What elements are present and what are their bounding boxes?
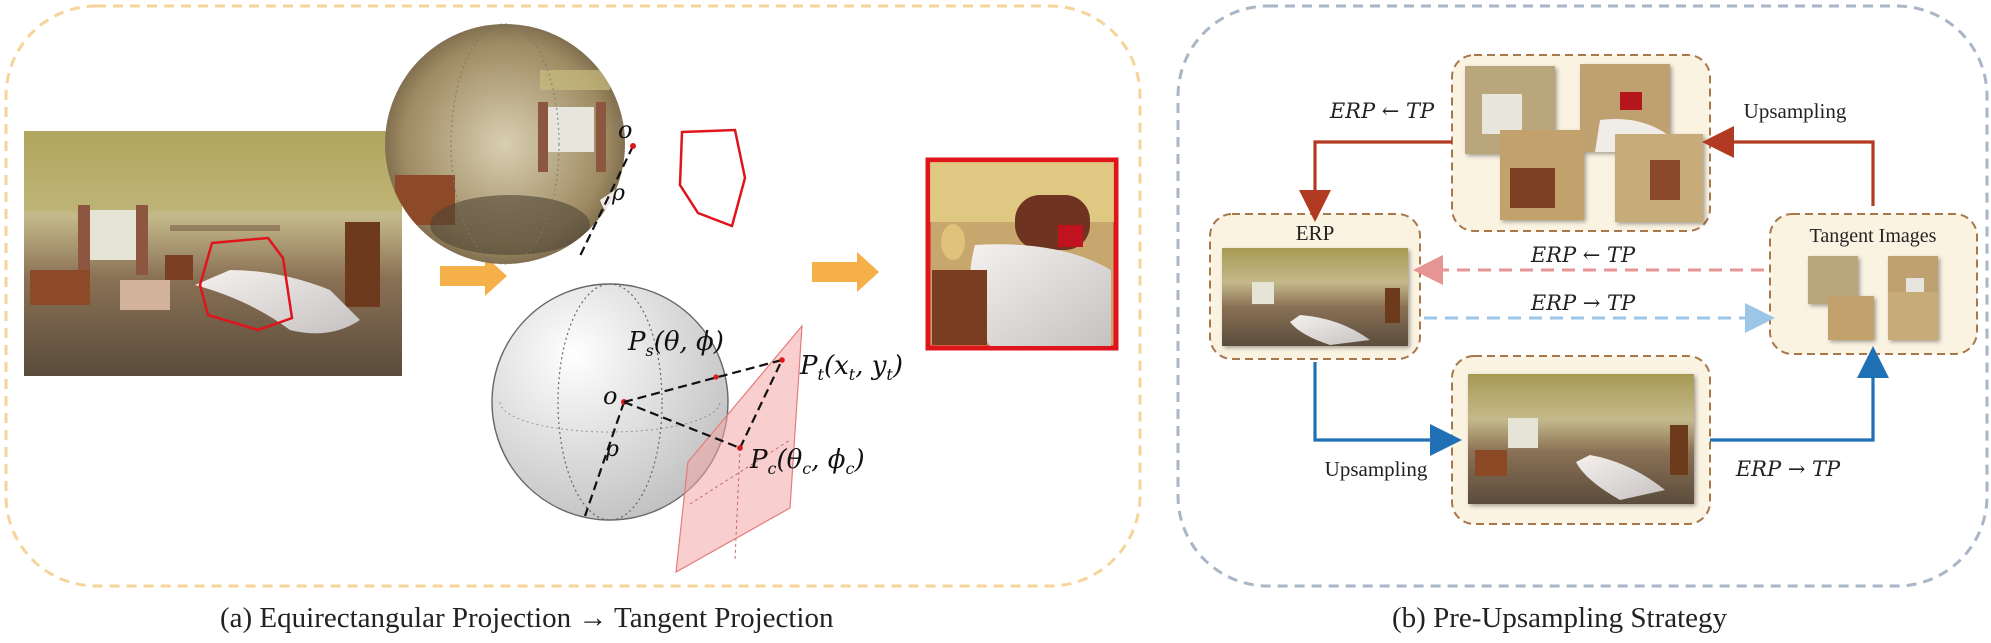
fisheye-highlight-region	[678, 128, 747, 228]
label-pc-args-mid: , ϕ	[811, 445, 846, 475]
label-pc-args-sub1: c	[802, 459, 811, 478]
arrow-upsampled-to-tangent	[1710, 346, 1889, 442]
panel-b-border	[1176, 4, 1989, 588]
erp-label: ERP	[1296, 221, 1335, 245]
caption-panel-b: (b) Pre-Upsampling Strategy	[1392, 602, 1728, 634]
label-pt-args-sub1: t	[849, 365, 856, 384]
label-pt-args: (x	[824, 351, 849, 381]
upsampled-erp-thumbnail	[1468, 374, 1694, 504]
erp-highlight-region	[198, 236, 294, 332]
tangent-image-output	[925, 157, 1119, 351]
label-pc-args: (θ	[776, 445, 802, 475]
label-pt-sub: t	[818, 365, 825, 384]
label-ps-args: (θ, ϕ)	[654, 327, 724, 357]
label-pc: Pc(θc, ϕc)	[749, 445, 865, 478]
label-top-left-erp-from-tp: ERP ← TP	[1329, 99, 1435, 123]
orange-arrow-right	[812, 252, 879, 292]
label-pc-args-sub2: c	[846, 459, 855, 478]
label-ps-main: P	[627, 327, 646, 357]
fisheye-sphere	[385, 23, 747, 265]
label-mid-erp-from-tp: ERP ← TP	[1530, 243, 1636, 267]
label-pt-main: P	[799, 351, 818, 381]
label-ps: Ps(θ, ϕ)	[627, 327, 724, 360]
label-pt-args-end: )	[892, 351, 903, 381]
label-ps-sub: s	[646, 341, 654, 360]
arrow-erp-to-upsampled	[1313, 362, 1462, 456]
label-origin-bottom: o	[603, 382, 617, 410]
erp-thumbnail	[1222, 248, 1408, 346]
label-mid-erp-to-tp: ERP → TP	[1530, 291, 1636, 315]
label-bottom-right-erp-to-tp: ERP → TP	[1735, 457, 1841, 481]
panel-a-border	[4, 4, 1142, 588]
projection-lines	[623, 357, 785, 451]
tangent-images-thumbnails	[1808, 256, 1938, 340]
label-top-right-upsampling: Upsampling	[1744, 99, 1847, 123]
label-pt-args-mid: , y	[855, 351, 887, 381]
label-pt-args-sub2: t	[886, 365, 893, 384]
label-pc-main: P	[749, 445, 768, 475]
tangent-images-label: Tangent Images	[1810, 225, 1937, 247]
caption-panel-a: (a) Equirectangular Projection → Tangent…	[220, 602, 834, 634]
orange-arrow-left	[440, 256, 507, 296]
arrow-tangent-to-top	[1702, 126, 1875, 206]
top-tangent-thumbnails	[1465, 64, 1703, 222]
label-pt: Pt(xt, yt)	[799, 351, 903, 384]
label-pc-args-end: )	[853, 445, 864, 475]
label-pc-sub: c	[768, 459, 777, 478]
arrow-top-to-erp	[1299, 140, 1452, 222]
erp-panorama-image	[24, 131, 402, 376]
label-bottom-left-upsampling: Upsampling	[1325, 457, 1428, 481]
label-origin-top: o	[618, 116, 632, 144]
label-rho-bottom: ρ	[605, 437, 619, 462]
label-rho-top: ρ	[611, 181, 625, 206]
